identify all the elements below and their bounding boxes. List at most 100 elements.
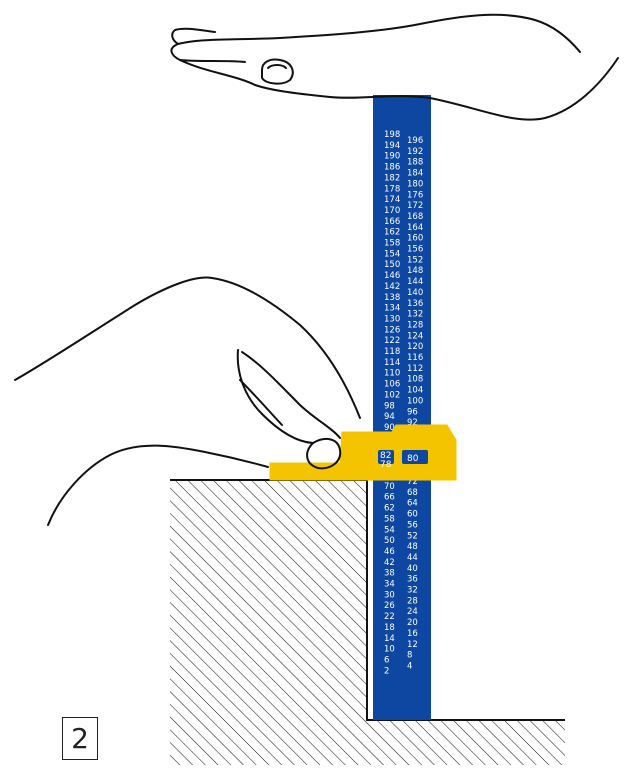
ruler-label-left: 114 <box>384 358 400 368</box>
ruler-label-left: 30 <box>384 590 395 600</box>
ruler-label-right: 4 <box>407 662 412 672</box>
ruler-label-right: 44 <box>407 553 418 563</box>
hatched-ground-icon <box>170 479 565 765</box>
ruler-label-left: 186 <box>384 163 400 173</box>
ruler-label-right: 196 <box>407 136 423 146</box>
upper-hand-icon <box>170 13 619 121</box>
ruler-label-left: 102 <box>384 390 400 400</box>
ruler-label-right: 116 <box>407 353 423 363</box>
ruler-label-left: 70 <box>384 482 395 492</box>
ruler-label-right: 36 <box>407 575 418 585</box>
ruler-label-left: 198 <box>384 130 400 140</box>
slider-head[interactable]: 82 78 80 <box>269 424 457 481</box>
ruler-label-right: 168 <box>407 212 423 222</box>
slider-reading: 80 <box>407 454 419 464</box>
ruler-label-left: 58 <box>384 514 395 524</box>
ruler-label-left: 150 <box>384 260 400 270</box>
ruler-label-right: 108 <box>407 375 423 385</box>
ruler-label-left: 110 <box>384 369 400 379</box>
ruler-label-left: 146 <box>384 271 400 281</box>
ruler-label-right: 92 <box>407 418 418 428</box>
ruler-label-left: 126 <box>384 325 400 335</box>
ruler-label-left: 134 <box>384 304 400 314</box>
ruler-label-left: 178 <box>384 184 400 194</box>
ruler-label-right: 164 <box>407 223 423 233</box>
ruler-label-right: 40 <box>407 564 418 574</box>
ruler-label-right: 188 <box>407 158 423 168</box>
ruler-label-left: 46 <box>384 547 395 557</box>
ruler-label-left: 142 <box>384 282 400 292</box>
ruler-label-left: 106 <box>384 380 400 390</box>
ruler-scale: 1981941901861821781741701661621581541501… <box>384 130 423 676</box>
ruler-label-right: 184 <box>407 169 423 179</box>
ruler-body <box>373 95 431 720</box>
ruler-label-right: 156 <box>407 245 423 255</box>
ruler-label-right: 192 <box>407 147 423 157</box>
ruler-label-left: 26 <box>384 601 395 611</box>
ruler-label-right: 104 <box>407 386 423 396</box>
ruler-label-right: 128 <box>407 320 423 330</box>
ruler-label-right: 120 <box>407 342 423 352</box>
ruler-label-left: 154 <box>384 249 400 259</box>
ruler-label-left: 42 <box>384 558 395 568</box>
step-number: 2 <box>62 717 98 760</box>
ruler-label-right: 172 <box>407 201 423 211</box>
ruler-label-left: 194 <box>384 141 400 151</box>
ruler-label-right: 136 <box>407 299 423 309</box>
ruler-label-left: 118 <box>384 347 400 357</box>
ruler-label-right: 56 <box>407 520 418 530</box>
ruler-label-left: 158 <box>384 239 400 249</box>
ruler-label-left: 122 <box>384 336 400 346</box>
slider-left-top: 82 <box>380 451 391 461</box>
ruler-label-left: 166 <box>384 217 400 227</box>
ruler-label-left: 98 <box>384 401 395 411</box>
ruler-label-right: 20 <box>407 618 418 628</box>
ruler-label-right: 48 <box>407 542 418 552</box>
ruler-label-left: 138 <box>384 293 400 303</box>
ruler-label-right: 24 <box>407 607 418 617</box>
ruler-label-right: 148 <box>407 266 423 276</box>
ruler-label-left: 14 <box>384 634 395 644</box>
slider-left-bottom: 78 <box>380 460 392 470</box>
ruler-label-left: 182 <box>384 173 400 183</box>
ruler-label-left: 130 <box>384 314 400 324</box>
ruler-label-left: 190 <box>384 152 400 162</box>
ruler-label-right: 60 <box>407 510 418 520</box>
ruler-label-right: 140 <box>407 288 423 298</box>
ruler-label-left: 18 <box>384 623 395 633</box>
ruler-label-right: 96 <box>407 407 418 417</box>
ruler-label-left: 38 <box>384 569 395 579</box>
ruler-label-right: 64 <box>407 499 418 509</box>
ruler-label-right: 72 <box>407 477 418 487</box>
ruler-label-left: 162 <box>384 228 400 238</box>
ruler-label-left: 62 <box>384 504 395 514</box>
ruler-label-left: 6 <box>384 656 389 666</box>
ruler-label-right: 112 <box>407 364 423 374</box>
ruler-label-right: 132 <box>407 310 423 320</box>
ruler-label-left: 94 <box>384 412 395 422</box>
ruler-label-right: 100 <box>407 396 423 406</box>
ruler-label-left: 66 <box>384 493 395 503</box>
ruler-label-right: 144 <box>407 277 423 287</box>
ruler-label-right: 52 <box>407 531 418 541</box>
ruler-label-right: 32 <box>407 586 418 596</box>
ruler-label-left: 50 <box>384 536 395 546</box>
ruler-label-right: 160 <box>407 234 423 244</box>
ruler-label-left: 22 <box>384 612 395 622</box>
ruler-label-left: 2 <box>384 666 389 676</box>
ruler-label-right: 68 <box>407 488 418 498</box>
ruler-label-left: 170 <box>384 206 400 216</box>
ruler-label-left: 174 <box>384 195 400 205</box>
ruler-label-left: 54 <box>384 525 395 535</box>
ruler-label-right: 124 <box>407 331 423 341</box>
ruler-label-right: 176 <box>407 190 423 200</box>
ruler-label-right: 8 <box>407 651 412 661</box>
ruler-label-left: 90 <box>384 423 395 433</box>
ruler-label-left: 34 <box>384 580 395 590</box>
ruler-label-right: 28 <box>407 596 418 606</box>
ruler-label-right: 12 <box>407 640 418 650</box>
lower-hand-icon <box>14 276 361 526</box>
ruler-label-right: 152 <box>407 255 423 265</box>
ruler-label-right: 16 <box>407 629 418 639</box>
